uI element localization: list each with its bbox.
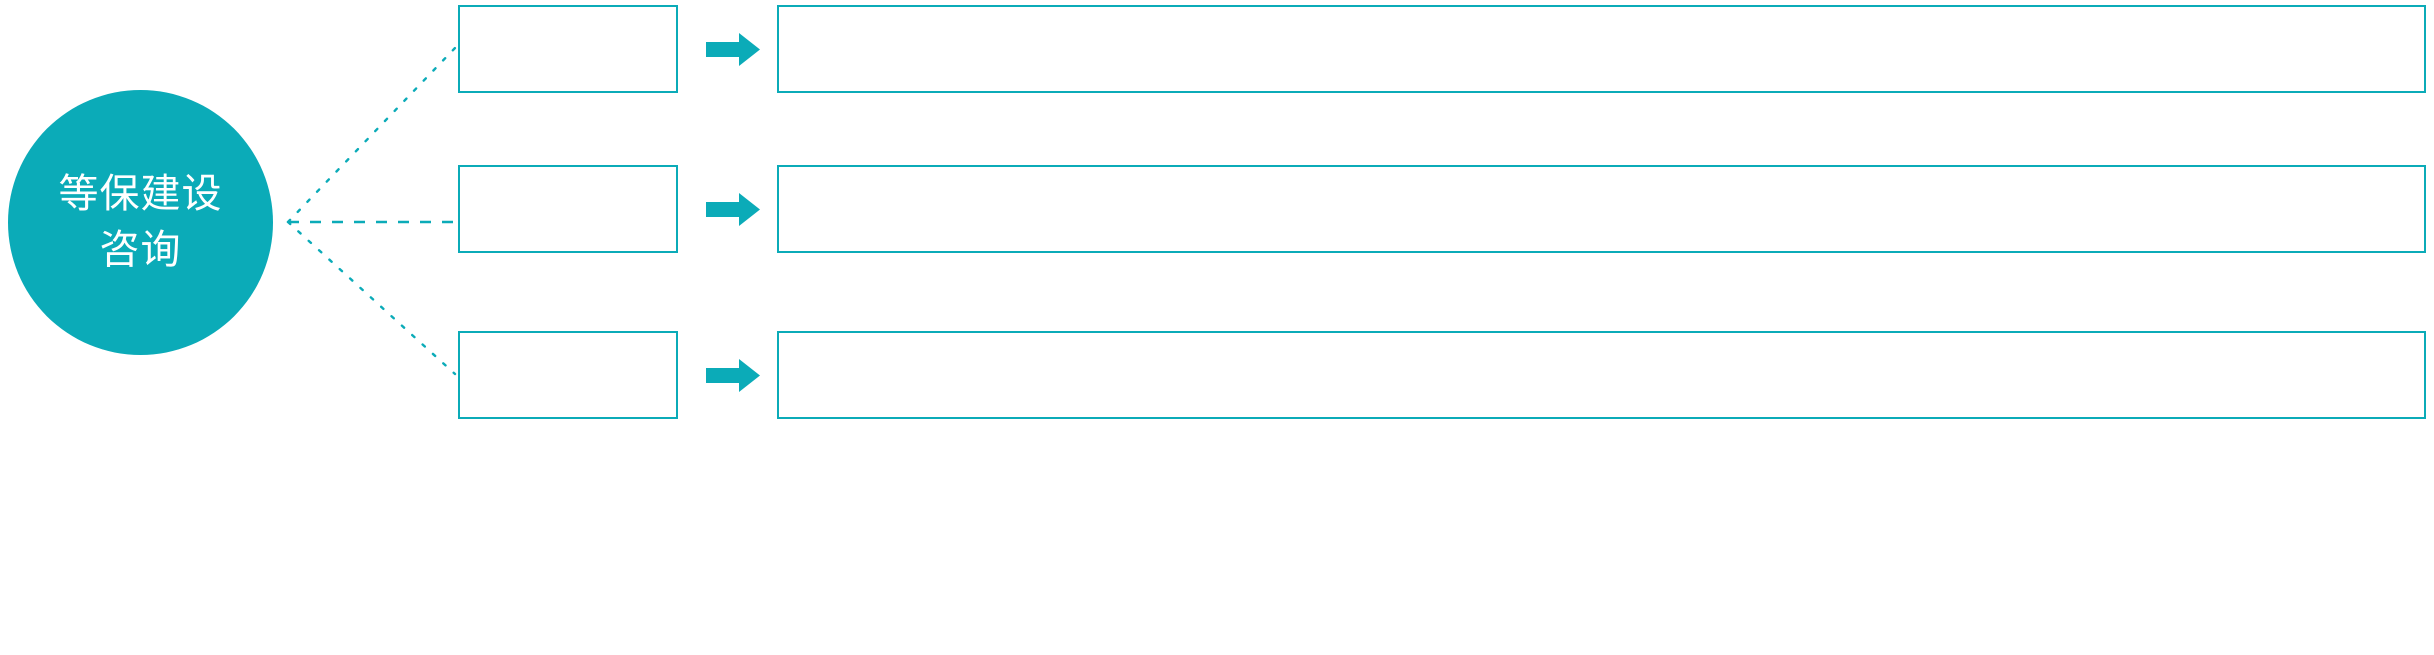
label-box[interactable] [458,331,678,419]
detail-box[interactable] [777,331,2426,419]
process-row [0,165,2434,253]
label-box[interactable] [458,5,678,93]
process-row [0,331,2434,419]
arrow-right-icon [706,359,760,392]
detail-box[interactable] [777,5,2426,93]
hub-circle[interactable]: 等保建设 咨询 [8,90,273,355]
arrow-right-icon [706,193,760,226]
arrow-right-icon [706,33,760,66]
hub-label-line-1: 等保建设 [58,171,223,218]
hub-label-line-2: 咨询 [99,226,182,273]
process-row [0,5,2434,93]
detail-box[interactable] [777,165,2426,253]
label-box[interactable] [458,165,678,253]
